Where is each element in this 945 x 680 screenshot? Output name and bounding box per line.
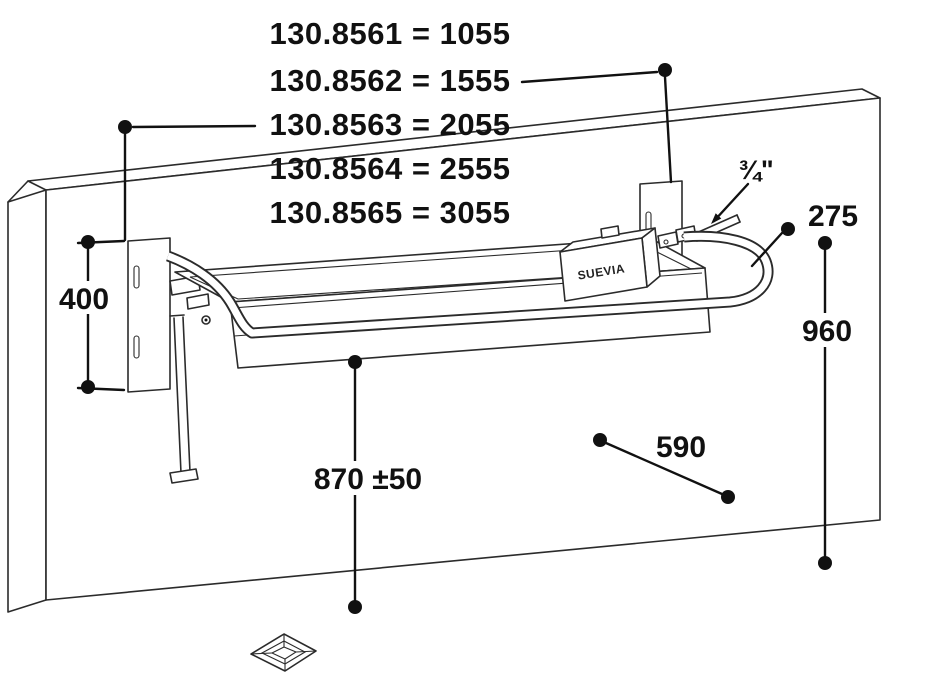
- dimensions: 400 ¾" 275 960 590: [47, 155, 858, 614]
- model-leader-right-dot: [658, 63, 672, 77]
- wall-left-face: [7, 189, 47, 613]
- model-line-2: 130.8562 = 1555: [269, 63, 510, 98]
- trough-assembly: SUEVIA: [127, 180, 774, 484]
- dim-275: 275: [750, 200, 858, 268]
- supply-pipe: [169, 314, 199, 484]
- dim-590: 590: [593, 431, 735, 504]
- model-line-4: 130.8564 = 2555: [269, 151, 510, 186]
- dim-275-label: 275: [808, 200, 858, 233]
- model-leader-left: [131, 124, 257, 129]
- dim-400-label: 400: [59, 283, 109, 316]
- left-bracket-bolt-center: [204, 318, 208, 322]
- dim-connection-label: ¾": [738, 155, 773, 185]
- model-leader-right-drop: [663, 75, 673, 184]
- valve-cover-front: [559, 237, 648, 302]
- float-valve-body: [657, 231, 679, 249]
- dim-960-label: 960: [802, 315, 852, 348]
- model-leader-right: [520, 70, 659, 84]
- model-leader-left-dot: [118, 120, 132, 134]
- dim-870-label: 870 ±50: [314, 463, 422, 496]
- dim-400: 400: [47, 235, 126, 394]
- left-bracket-bolt: [201, 315, 211, 325]
- left-mounting-plate: [127, 237, 171, 393]
- model-line-5: 130.8565 = 3055: [269, 195, 510, 230]
- pipe-rail: [166, 230, 774, 339]
- left-bracket-label-plate: [186, 293, 210, 310]
- left-plate-slot-top: [133, 265, 140, 289]
- valve-screw-1: [663, 239, 669, 245]
- dim-960: 960: [797, 236, 857, 570]
- model-list: 130.8561 = 1055 130.8562 = 1555 130.8563…: [118, 16, 673, 242]
- valve-cover-unit: SUEVIA: [559, 214, 741, 302]
- dim-870: 870 ±50: [301, 355, 435, 614]
- left-plate-slot-bottom: [133, 335, 140, 359]
- wall-corner-edge: [7, 180, 29, 203]
- dim-590-label: 590: [656, 431, 706, 464]
- floor-drain-symbol: [250, 633, 317, 672]
- model-line-1: 130.8561 = 1055: [269, 16, 510, 51]
- connection-arrowhead: [711, 213, 722, 224]
- model-line-3: 130.8563 = 2055: [269, 107, 510, 142]
- supply-pipe-foot: [169, 468, 199, 484]
- dim-connection: ¾": [711, 155, 774, 224]
- valve-cover-cap: [600, 225, 620, 239]
